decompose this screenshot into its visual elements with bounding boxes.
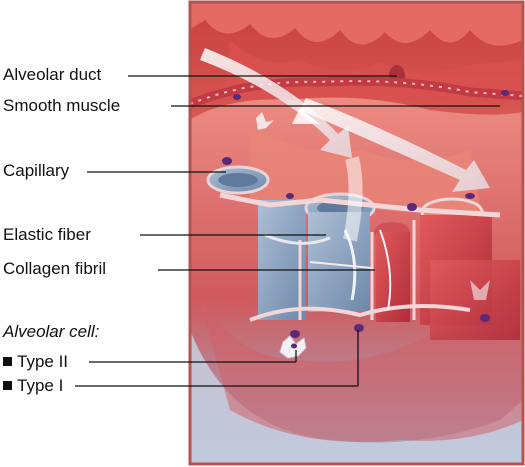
label-collagen-fibril: Collagen fibril: [3, 259, 106, 278]
label-alveolar-duct: Alveolar duct: [3, 65, 102, 84]
label-type-ii: Type II: [3, 352, 68, 372]
illustration-frame: [188, 0, 525, 466]
label-type-i: Type I: [3, 376, 63, 396]
label-smooth-muscle: Smooth muscle: [3, 96, 121, 115]
label-capillary: Capillary: [3, 161, 70, 180]
illustration-content: [189, 2, 523, 464]
label-elastic-fiber: Elastic fiber: [3, 225, 91, 244]
label-type-ii-text: Type II: [17, 352, 69, 371]
leader-lines: [75, 75, 500, 387]
bullet-square-icon: [3, 357, 12, 366]
bullet-square-icon: [3, 381, 12, 390]
label-alveolar-cell-heading: Alveolar cell:: [3, 322, 100, 341]
label-type-i-text: Type I: [17, 376, 64, 395]
